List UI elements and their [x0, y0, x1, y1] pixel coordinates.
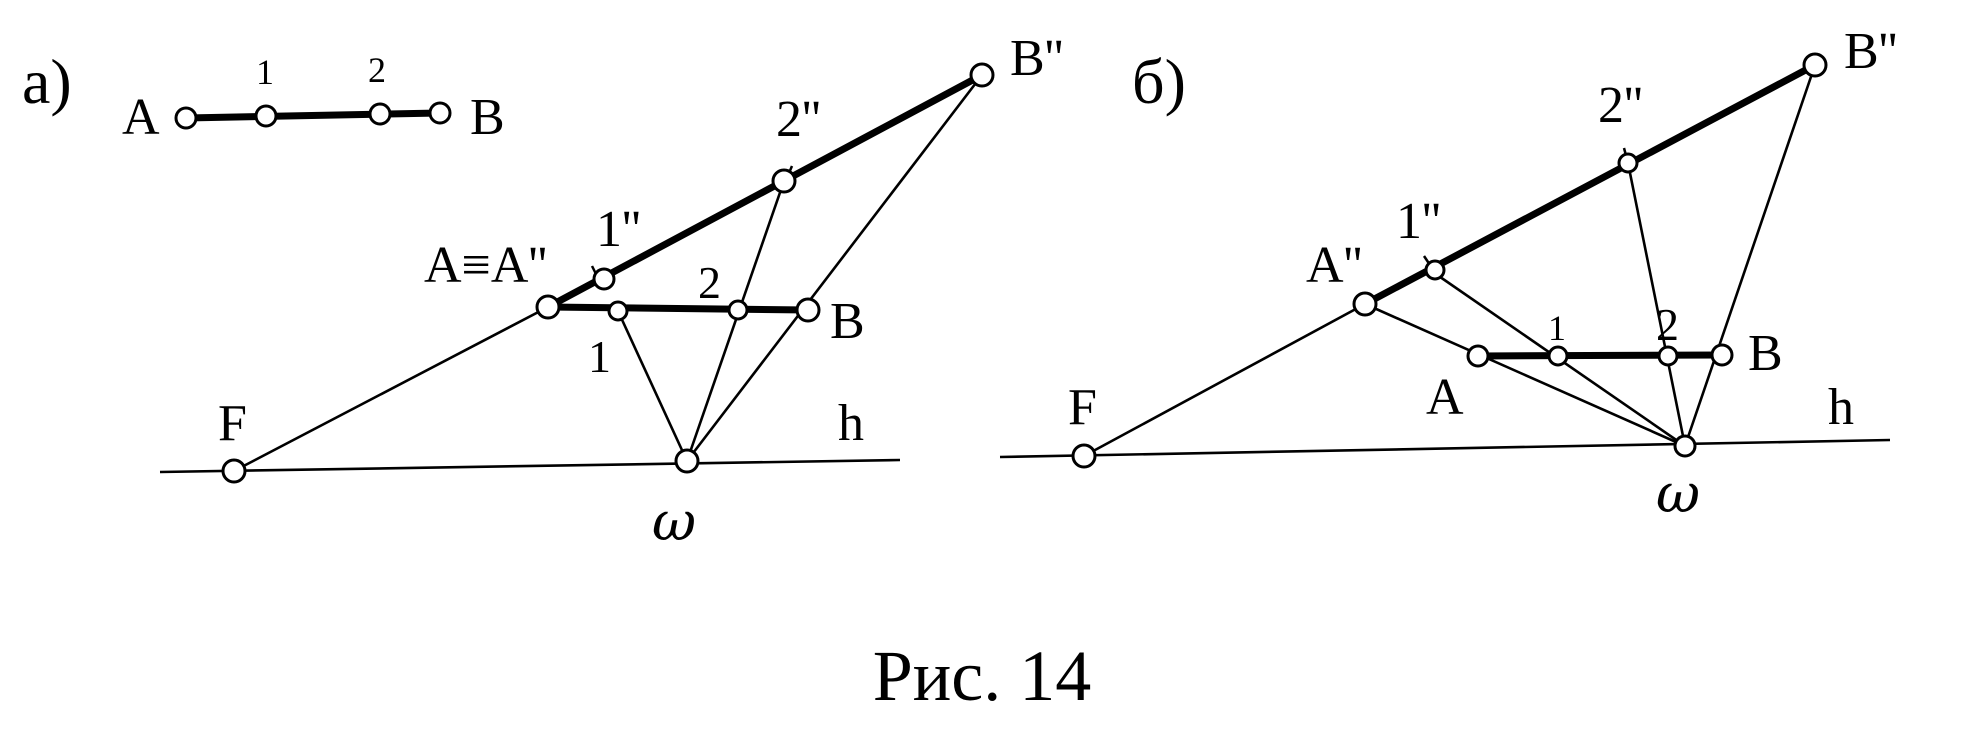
panel-a-label-omega: ω [652, 490, 696, 553]
panel-b-label-b: B [1748, 325, 1783, 382]
panel-b-label-omega: ω [1656, 462, 1700, 525]
panel-a-label-1: 1 [588, 331, 611, 382]
panel-a-label-2: 2 [698, 257, 721, 308]
panel-b-label-f: F [1068, 379, 1097, 436]
panel-b-point-a [1466, 344, 1490, 368]
panel-b-line-a-b [1474, 351, 1726, 360]
panel-a-line-a-bpp [544, 71, 986, 311]
panel-b-point-f [1071, 443, 1097, 469]
panel-b-label-1: 1 [1548, 308, 1566, 348]
panel-b-label-2: 2 [1656, 299, 1679, 350]
panel-a-label-1pp: 1'' [596, 201, 641, 258]
panel-a-point-f [221, 458, 247, 484]
panel-a-line-bpp-omega [685, 74, 984, 462]
panel-b-point-1 [1547, 345, 1569, 367]
panel-b: б) B'' 2'' 1'' A'' 1 2 B A F [999, 23, 1897, 525]
mini-segment: A 1 2 B [122, 50, 505, 146]
mini-label-b: B [470, 89, 505, 146]
panel-a-label-2pp: 2'' [776, 91, 821, 148]
panel-a-label: а) [22, 46, 72, 117]
mini-label-2: 2 [368, 50, 386, 90]
panel-a: а) A 1 2 B [22, 30, 1063, 553]
panel-b-label-1pp: 1'' [1396, 193, 1441, 250]
panel-b-point-2pp [1617, 152, 1639, 174]
panel-a-label-f: F [218, 395, 247, 452]
panel-b-point-2 [1657, 345, 1679, 367]
mini-point-2 [368, 102, 392, 126]
panel-b-line-app-omega [1364, 302, 1686, 448]
panel-a-point-b [795, 297, 821, 323]
panel-b-point-app [1352, 291, 1378, 317]
panel-b-point-1pp [1424, 259, 1446, 281]
panel-a-label-a-eq-a: A≡A'' [424, 237, 547, 294]
panel-b-point-b [1710, 343, 1734, 367]
mini-label-1: 1 [256, 52, 274, 92]
panel-a-point-1 [607, 300, 629, 322]
panel-b-label-a: A [1426, 369, 1464, 426]
mini-point-a [174, 106, 198, 130]
mini-label-a: A [122, 89, 160, 146]
mini-point-1 [254, 104, 278, 128]
panel-a-point-2pp [771, 168, 797, 194]
panel-b-line-bpp-omega [1683, 64, 1817, 447]
panel-a-point-2 [727, 299, 749, 321]
panel-a-line-2pp-omega [685, 180, 786, 462]
panel-a-line-1-omega [616, 310, 689, 462]
panel-a-point-bpp [969, 62, 995, 88]
panel-a-point-1pp [592, 267, 616, 291]
panel-b-line-f-app [1083, 302, 1366, 458]
panel-a-h-line [159, 458, 901, 474]
panel-b-label-bpp: B'' [1844, 23, 1897, 80]
panel-a-label-h: h [838, 395, 864, 452]
mini-segment-line [182, 109, 444, 122]
panel-b-point-omega [1673, 434, 1697, 458]
panel-b-label: б) [1132, 46, 1186, 117]
panel-b-label-app: A'' [1306, 237, 1362, 294]
panel-b-label-2pp: 2'' [1598, 77, 1643, 134]
panel-a-point-omega [674, 448, 700, 474]
panel-b-point-bpp [1802, 52, 1828, 78]
figure-caption: Рис. 14 [873, 636, 1092, 716]
panel-b-line-2pp-omega [1626, 162, 1687, 447]
panel-a-label-b: B [830, 293, 865, 350]
panel-a-label-bpp: B'' [1010, 30, 1063, 87]
panel-b-label-h: h [1828, 379, 1854, 436]
panel-a-line-a-b [544, 303, 812, 314]
panel-a-point-a [535, 294, 561, 320]
mini-point-b [428, 101, 452, 125]
panel-a-line-f-a [233, 305, 549, 473]
panel-b-h-line [999, 438, 1891, 459]
